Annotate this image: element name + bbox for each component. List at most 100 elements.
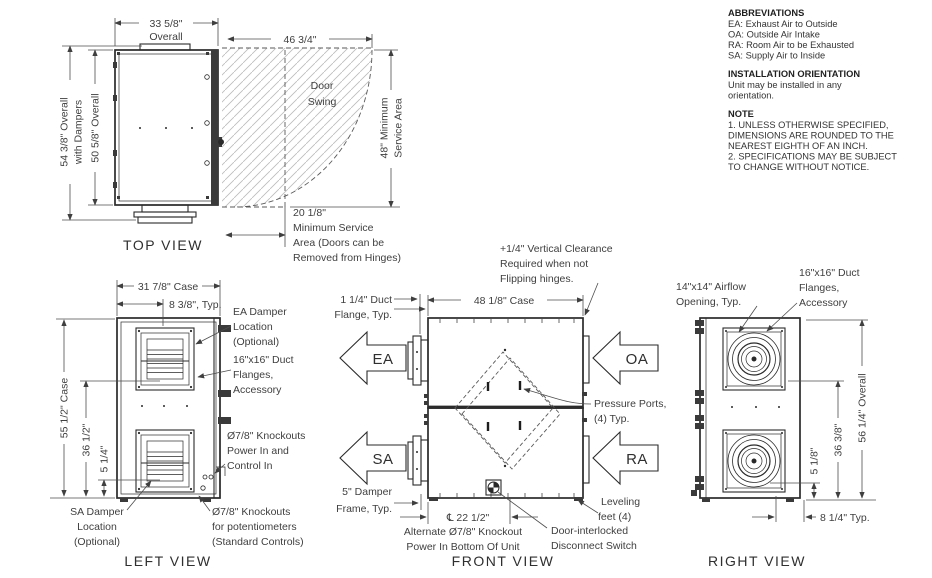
ra-arrow — [592, 430, 659, 486]
front-view-unit-body — [407, 317, 590, 501]
abbreviation-oa: OA: Outside Air Intake — [728, 30, 820, 40]
label-clearance-3: Flipping hinges. — [500, 273, 574, 285]
label-sa-damper-2: Location — [77, 521, 117, 533]
dim-min-service-2: Service Area — [393, 98, 405, 158]
fan-opening-top — [722, 327, 786, 391]
dim-case-height: 55 1/2" Case — [59, 378, 71, 439]
label-alt-knockout-1: Alternate Ø7/8" Knockout — [404, 526, 522, 538]
leveling-feet — [429, 497, 583, 501]
hinge-clusters — [691, 320, 704, 496]
label-duct-flanges-1: 16"x16" Duct — [233, 354, 294, 366]
dim-flange-offset: 8 3/8", Typ. — [169, 299, 222, 311]
dim-5-eighth: 5 1/8" — [809, 447, 821, 474]
label-ea-damper-3: (Optional) — [233, 336, 279, 348]
flow-arrows: EA SA OA RA — [339, 330, 659, 486]
abbreviations-title: ABBREVIATIONS — [728, 8, 804, 18]
right-view-unit-body — [691, 317, 801, 502]
front-view-title: FRONT VIEW — [452, 553, 555, 569]
installation-line-2: orientation. — [728, 91, 774, 101]
label-ea-damper-2: Location — [233, 321, 273, 333]
label-knockouts-power-2: Power In and — [227, 445, 289, 457]
dim-36-eighth: 36 3/8" — [833, 423, 845, 456]
left-view: 31 7/8" Case 8 3/8", Typ. 55 1/2" Case 3… — [50, 279, 305, 569]
label-duct-flanges-2: Flanges, — [233, 369, 273, 381]
label-duct-flange-2: Flange, Typ. — [334, 309, 392, 321]
dim-36-half: 36 1/2" — [81, 423, 93, 456]
right-view-title: RIGHT VIEW — [708, 553, 806, 569]
door-screws — [204, 74, 210, 166]
top-view-dimensions: 33 5/8" Overall 54 3/8" Overall with Dam… — [55, 16, 405, 264]
label-pressure-ports-2: (4) Typ. — [594, 413, 629, 425]
ea-arrow-label: EA — [372, 351, 393, 368]
dim-overall-height: 56 1/4" Overall — [857, 373, 869, 442]
bottom-flange — [133, 204, 197, 224]
note-line-5: TO CHANGE WITHOUT NOTICE. — [728, 162, 869, 172]
door-swing-label-2: Swing — [308, 96, 337, 108]
label-knockouts-power-3: Control In — [227, 460, 273, 472]
left-view-dimensions: 31 7/8" Case 8 3/8", Typ. 55 1/2" Case 3… — [50, 279, 222, 499]
ea-damper-flange — [135, 327, 195, 391]
dim-case-width: 31 7/8" Case — [138, 281, 199, 293]
dim-overall-depth: 50 5/8" Overall — [90, 93, 102, 162]
label-airflow-opening-1: 14"x14" Airflow — [676, 281, 746, 293]
min-service-front-2: Minimum Service — [293, 222, 374, 234]
door-swing-hatch-area — [222, 48, 372, 207]
top-view-unit-body — [113, 43, 224, 224]
dim-service-width: 46 3/4" — [284, 34, 317, 46]
right-view-dimensions: 56 1/4" Overall 36 3/8" 5 1/8" 8 1/4" Ty… — [752, 319, 876, 524]
door-edge — [211, 50, 218, 205]
ra-arrow-label: RA — [626, 451, 648, 468]
feet — [702, 498, 794, 502]
panel-dots — [731, 406, 780, 408]
sa-damper-flange — [135, 429, 195, 493]
hinge-tabs — [218, 325, 231, 424]
label-sa-damper-1: SA Damper — [70, 506, 124, 518]
note-line-2: DIMENSIONS ARE ROUNDED TO THE — [728, 131, 894, 141]
dim-overall-width-value: 33 5/8" — [150, 18, 183, 30]
left-view-labels: EA Damper Location (Optional) 16"x16" Du… — [70, 306, 305, 548]
label-disconnect-1: Door-interlocked — [551, 525, 628, 537]
top-view-title: TOP VIEW — [123, 237, 203, 253]
label-damper-frame-2: Frame, Typ. — [336, 503, 392, 515]
oa-arrow-label: OA — [626, 351, 649, 368]
label-knockouts-pots-3: (Standard Controls) — [212, 536, 304, 548]
label-pressure-ports-1: Pressure Ports, — [594, 398, 666, 410]
dim-centerline: ℄ 22 1/2" — [446, 512, 490, 524]
label-knockouts-power-1: Ø7/8" Knockouts — [227, 430, 305, 442]
min-service-front-3: Area (Doors can be — [293, 237, 384, 249]
label-disconnect-2: Disconnect Switch — [551, 540, 637, 552]
min-service-front-1: 20 1/8" — [293, 207, 326, 219]
right-view-labels: 14"x14" Airflow Opening, Typ. 16"x16" Du… — [676, 267, 860, 333]
dim-overall-width-word: Overall — [149, 31, 182, 43]
label-duct-flange-1: 1 1/4" Duct — [340, 294, 392, 306]
installation-title: INSTALLATION ORIENTATION — [728, 69, 860, 79]
pressure-port-ticks — [486, 381, 522, 431]
ea-arrow — [339, 330, 407, 386]
door-swing-label-1: Door — [311, 80, 334, 92]
door-swing-boundary — [222, 47, 400, 208]
panel-dots — [141, 405, 188, 407]
note-line-3: NEAREST EIGHTH OF AN INCH. — [728, 141, 868, 151]
front-view-labels: +1/4" Vertical Clearance Required when n… — [404, 243, 666, 553]
left-view-title: LEFT VIEW — [124, 553, 211, 569]
edge-nubs — [424, 392, 587, 425]
ea-duct-flange-profile — [407, 335, 429, 386]
top-view: 33 5/8" Overall 54 3/8" Overall with Dam… — [55, 16, 405, 264]
abbreviation-ra: RA: Room Air to be Exhausted — [728, 40, 854, 50]
note-line-4: 2. SPECIFICATIONS MAY BE SUBJECT — [728, 152, 897, 162]
dim-front-case-width: 48 1/8" Case — [474, 295, 535, 307]
label-airflow-opening-2: Opening, Typ. — [676, 296, 741, 308]
oa-arrow — [592, 330, 659, 386]
label-duct-flanges-right-1: 16"x16" Duct — [799, 267, 860, 279]
abbreviation-ea: EA: Exhaust Air to Outside — [728, 19, 838, 29]
label-duct-flanges-3: Accessory — [233, 384, 282, 396]
top-flange — [139, 43, 191, 51]
fan-opening-bottom — [722, 429, 786, 493]
label-knockouts-pots-2: for potentiometers — [212, 521, 297, 533]
label-clearance-1: +1/4" Vertical Clearance — [500, 243, 613, 255]
sa-arrow-label: SA — [372, 451, 393, 468]
left-view-unit-body — [116, 317, 231, 502]
note-line-1: 1. UNLESS OTHERWISE SPECIFIED, — [728, 120, 889, 130]
knockout-detail — [200, 466, 226, 491]
